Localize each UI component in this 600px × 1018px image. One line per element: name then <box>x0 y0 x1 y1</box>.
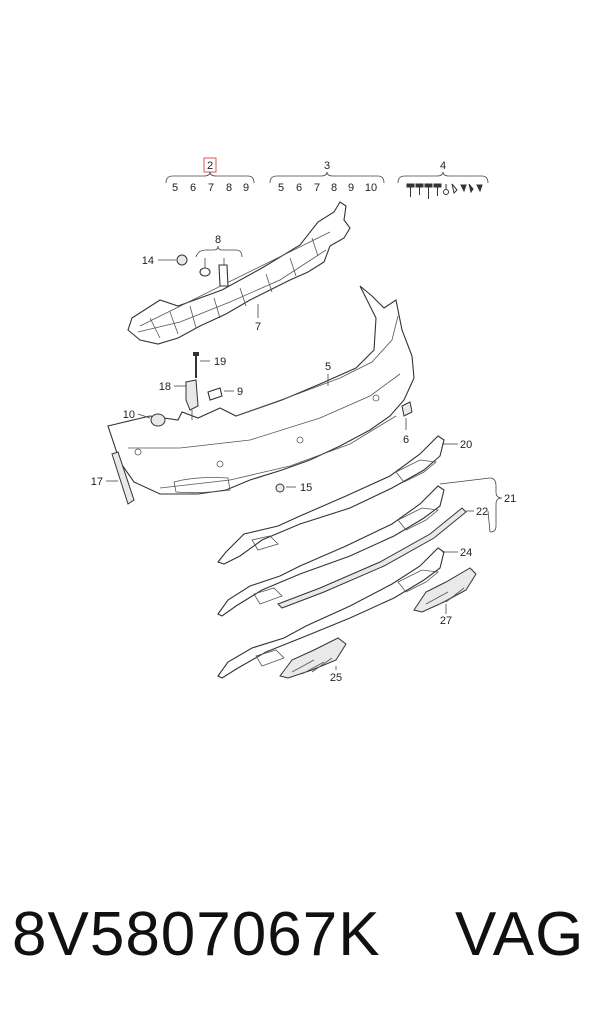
callout-8: 8 <box>215 234 221 246</box>
diffuser-20 <box>217 435 445 565</box>
brace-group-8 <box>195 245 243 258</box>
leader-21-b <box>487 510 491 533</box>
leader-21-a <box>439 477 491 485</box>
callout-20: 20 <box>460 439 472 451</box>
group2-item-8: 8 <box>226 182 232 194</box>
sensor-hole-2 <box>216 460 224 468</box>
callout-10: 10 <box>123 409 135 421</box>
callout-19: 19 <box>214 356 226 368</box>
callout-15: 15 <box>300 482 312 494</box>
group-label-2: 2 <box>207 160 213 172</box>
clip-part-9 <box>207 387 223 401</box>
clip-part <box>218 264 229 287</box>
brand-name: VAG <box>455 900 585 969</box>
bumper-top-edge <box>235 315 399 417</box>
group3-item-6: 6 <box>296 182 302 194</box>
footer: 8V5807067K VAG <box>0 890 600 980</box>
part-number: 8V5807067K <box>12 900 381 969</box>
bolt-part-15 <box>275 483 285 493</box>
parts-diagram: 2 5 6 7 8 9 3 5 6 7 8 9 10 4 8 14 7 <box>91 157 516 684</box>
bumper-reflector <box>173 477 231 494</box>
sensor-hole-3 <box>296 436 304 444</box>
group-label-3: 3 <box>324 160 330 172</box>
fastener-icons <box>406 183 483 199</box>
mount-part-6 <box>401 401 413 417</box>
diffuser-21 <box>217 485 445 617</box>
sensor-hole-1 <box>134 448 142 456</box>
leader-10 <box>137 413 151 419</box>
group2-item-5: 5 <box>172 182 178 194</box>
group3-item-5: 5 <box>278 182 284 194</box>
bracket-inner-edge <box>137 249 327 333</box>
callout-5: 5 <box>325 361 331 373</box>
washer-part <box>199 267 211 277</box>
group3-item-9: 9 <box>348 182 354 194</box>
callout-18: 18 <box>159 381 171 393</box>
callout-22: 22 <box>476 506 488 518</box>
callout-27: 27 <box>440 615 452 627</box>
callout-9: 9 <box>237 386 243 398</box>
callout-24: 24 <box>460 547 472 559</box>
trim-strip-22 <box>277 507 467 609</box>
group2-item-6: 6 <box>190 182 196 194</box>
sensor-hole-4 <box>372 394 380 402</box>
group3-item-8: 8 <box>331 182 337 194</box>
bumper-body-line <box>128 373 401 449</box>
group-label-4: 4 <box>440 160 446 172</box>
insert-27 <box>413 567 477 613</box>
callout-21: 21 <box>504 493 516 505</box>
nut-part-14 <box>176 254 188 266</box>
diffuser-24-grille <box>255 569 439 667</box>
brace-21 <box>489 477 503 533</box>
screw-head-19 <box>193 352 199 356</box>
brace-group-2 <box>165 171 255 184</box>
insert-25-grille <box>291 657 333 675</box>
bumper-lower-line <box>159 415 397 489</box>
diffuser-21-grille <box>253 507 439 605</box>
insert-25 <box>279 637 347 679</box>
callout-6: 6 <box>403 434 409 446</box>
callout-25: 25 <box>330 672 342 684</box>
side-bracket-18 <box>185 379 199 411</box>
reinforcement-bracket <box>127 201 351 345</box>
group3-item-7: 7 <box>314 182 320 194</box>
group2-item-9: 9 <box>243 182 249 194</box>
insert-27-grille <box>425 587 465 607</box>
diffuser-20-grille <box>251 459 437 551</box>
callout-14: 14 <box>142 255 154 267</box>
group3-item-10: 10 <box>365 182 377 194</box>
side-trim-17 <box>111 451 135 505</box>
brace-group-3 <box>269 171 385 184</box>
callout-17: 17 <box>91 476 103 488</box>
tow-cap-part <box>150 413 166 427</box>
callout-7: 7 <box>255 321 261 333</box>
brace-group-4 <box>397 171 489 184</box>
group2-item-7: 7 <box>208 182 214 194</box>
